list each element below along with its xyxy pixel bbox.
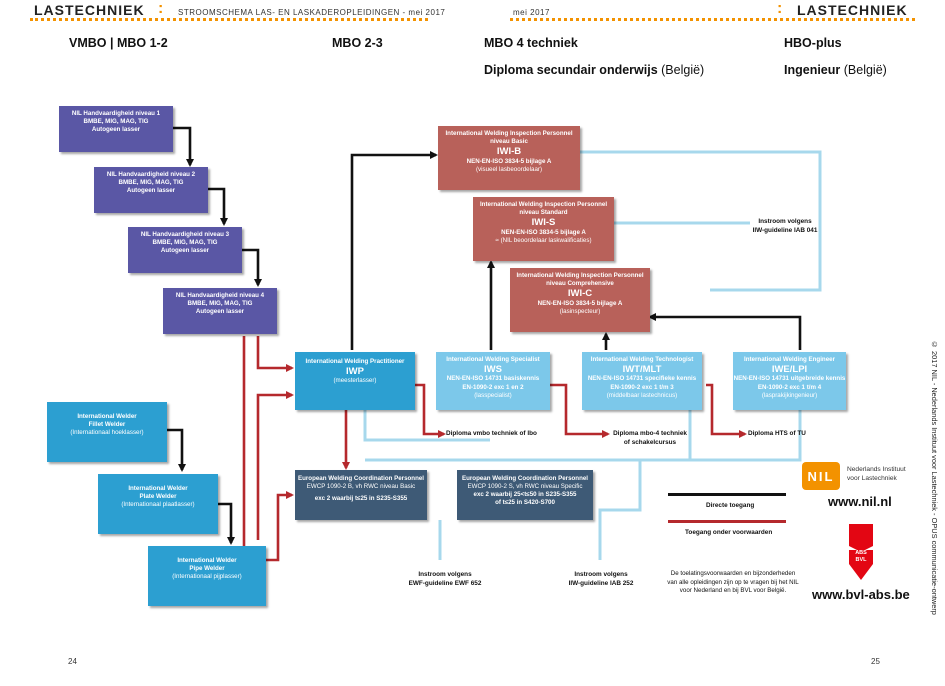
column-heading-mbo23: MBO 2-3 <box>332 36 383 50</box>
label-diploma-vmbo: Diploma vmbo techniek of lbo <box>446 430 537 437</box>
header-right-title: LASTECHNIEK <box>797 2 908 18</box>
page-number-left: 24 <box>68 657 77 666</box>
legend-direct-label: Directe toegang <box>706 502 755 509</box>
page-number-right: 25 <box>871 657 880 666</box>
header-right-dotted-rule <box>510 18 915 21</box>
side-copyright-text: © 2017 NIL - Nederlands Instituut voor L… <box>930 340 939 615</box>
box-iwi-c: International Welding Inspection Personn… <box>510 268 650 332</box>
label-diploma-hts: Diploma HTS of TU <box>748 430 806 437</box>
note-toelatingsvoorwaarden: De toelatingsvoorwaarden en bijzonderhed… <box>667 570 799 595</box>
abs-bvl-logo: ABS BVL <box>846 522 876 582</box>
header-left-dotted-rule <box>30 18 428 21</box>
column-subheading-secundair: Diploma secundair onderwijs (België) <box>484 63 705 77</box>
header-left-subtitle: STROOMSCHEMA LAS- EN LASKADEROPLEIDINGEN… <box>178 8 446 17</box>
legend-conditional-label: Toegang onder voorwaarden <box>685 529 773 536</box>
legend-direct-line <box>668 493 786 496</box>
header-right-colon: : <box>777 0 783 17</box>
nil-logo: NIL <box>802 462 840 490</box>
bvl-url: www.bvl-abs.be <box>812 587 910 602</box>
header-right-date: mei 2017 <box>513 8 550 17</box>
box-iwi-b: International Welding Inspection Personn… <box>438 126 580 190</box>
column-heading-hbo: HBO-plus <box>784 36 842 50</box>
box-iwi-s: International Welding Inspection Personn… <box>473 197 614 261</box>
header-left-title: LASTECHNIEK <box>34 2 145 18</box>
column-subheading-ingenieur: Ingenieur (België) <box>784 63 887 77</box>
header-left-colon: : <box>158 0 164 17</box>
legend-conditional-line <box>668 520 786 523</box>
nil-url: www.nil.nl <box>828 494 892 509</box>
column-heading-vmbo: VMBO | MBO 1-2 <box>69 36 168 50</box>
column-heading-mbo4: MBO 4 techniek <box>484 36 578 50</box>
